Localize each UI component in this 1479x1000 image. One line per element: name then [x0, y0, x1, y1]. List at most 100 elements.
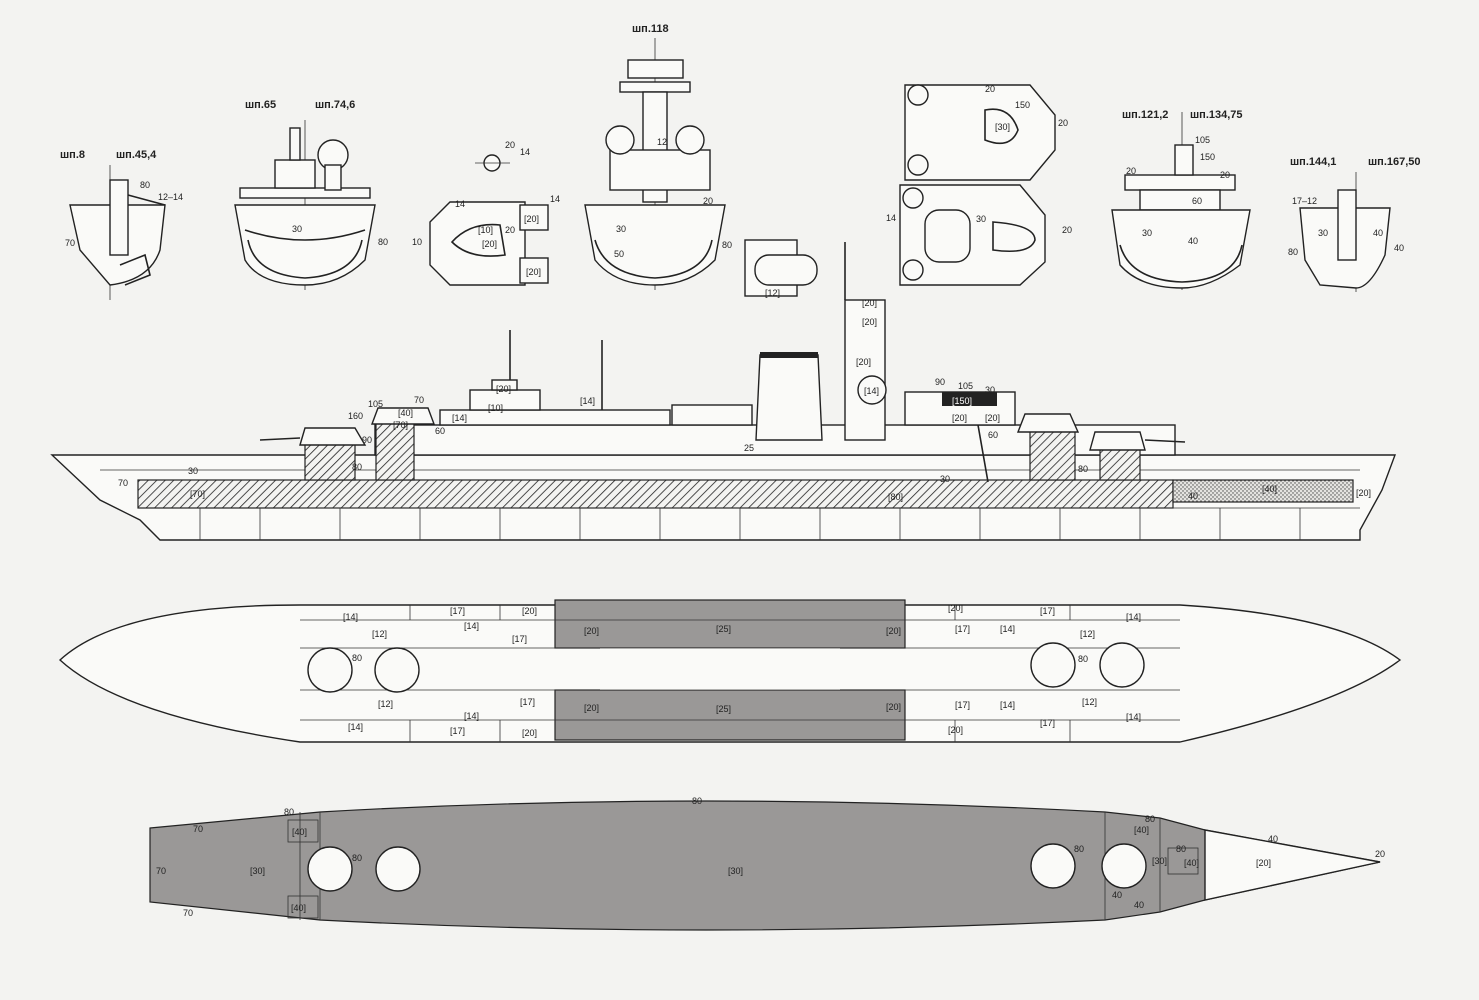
armor-value: 80	[1074, 844, 1084, 854]
frame-label-118: шп.118	[632, 23, 669, 35]
armor-value: 40	[1373, 228, 1383, 238]
armor-value: 80	[352, 653, 362, 663]
armor-value: [40]	[291, 903, 306, 913]
armor-value: 70	[65, 238, 75, 248]
armor-value: 30	[940, 474, 950, 484]
frame-label-134-75: шп.134,75	[1190, 109, 1243, 121]
armor-value: [20]	[948, 725, 963, 735]
ship-profile: 70 30 [70] 80 90 160 105 70 [40] [70] 60…	[50, 242, 1397, 541]
armor-value: [14]	[464, 621, 479, 631]
armor-value: [17]	[520, 697, 535, 707]
armor-value: 70	[193, 824, 203, 834]
armor-value: 80	[1078, 654, 1088, 664]
armor-value: 20	[1058, 118, 1068, 128]
armor-value: [14]	[452, 413, 467, 423]
armor-value: 70	[183, 908, 193, 918]
armor-value: 150	[1200, 152, 1215, 162]
armor-value: 60	[988, 430, 998, 440]
armor-value: [80]	[888, 492, 903, 502]
armor-value: 80	[378, 237, 388, 247]
armor-value: [17]	[450, 726, 465, 736]
armor-value: 14	[550, 194, 560, 204]
fwd-tower-plans: 20 150 [30] 20 14 30 20	[886, 84, 1072, 286]
frame-label-65: шп.65	[245, 99, 276, 111]
upper-deck-plan: [14] [17] [20] [20] [17] [14] [12] [14] …	[58, 599, 1402, 743]
armor-value: 70	[118, 478, 128, 488]
armor-value: 80	[352, 462, 362, 472]
armor-value: [20]	[524, 214, 539, 224]
armor-value: [20]	[522, 606, 537, 616]
armor-value: [30]	[1152, 856, 1167, 866]
armor-value: 105	[1195, 135, 1210, 145]
armor-value: [14]	[1000, 700, 1015, 710]
armor-value: 20	[1375, 849, 1385, 859]
armor-value: [20]	[862, 317, 877, 327]
armor-value: [17]	[1040, 718, 1055, 728]
armor-value: 60	[435, 426, 445, 436]
armor-value: 70	[156, 866, 166, 876]
armor-value: [20]	[952, 413, 967, 423]
turret-d	[1089, 431, 1186, 481]
armor-value: [10]	[488, 403, 503, 413]
armor-value: [40]	[292, 827, 307, 837]
armor-value: 17–12	[1292, 196, 1317, 206]
armor-value: [20]	[886, 626, 901, 636]
armor-value: [17]	[1040, 606, 1055, 616]
armor-value: [17]	[955, 700, 970, 710]
small-tower-plan: [12]	[744, 239, 818, 298]
frame-label-45-4: шп.45,4	[116, 149, 157, 161]
armor-value: 20	[1062, 225, 1072, 235]
armor-value: 80	[1288, 247, 1298, 257]
armor-value: [20]	[856, 357, 871, 367]
turret-b	[370, 407, 436, 481]
armor-value: 20	[1220, 170, 1230, 180]
cross-section-frame-65-74: шп.65 шп.74,6 30 80	[234, 99, 388, 290]
armor-value: 12–14	[158, 192, 183, 202]
armor-value: 30	[616, 224, 626, 234]
armor-value: [40]	[1262, 484, 1277, 494]
armor-value: [12]	[765, 288, 780, 298]
armor-value: 30	[292, 224, 302, 234]
armor-value: [20]	[1256, 858, 1271, 868]
armor-value: [20]	[482, 239, 497, 249]
armor-value: [40]	[1134, 825, 1149, 835]
armor-value: [20]	[526, 267, 541, 277]
armor-value: [30]	[728, 866, 743, 876]
armor-value: [10]	[478, 225, 493, 235]
cross-section-frame-121-134: шп.121,2 шп.134,75 105 150 20 20 60 30 4…	[1111, 109, 1251, 290]
armor-value: 40	[1112, 890, 1122, 900]
armor-value: [14]	[1126, 612, 1141, 622]
armor-value: [40]	[1184, 858, 1199, 868]
armor-value: 80	[284, 807, 294, 817]
armor-value: 80	[352, 853, 362, 863]
armor-value: 80	[1176, 844, 1186, 854]
armor-value: 20	[1126, 166, 1136, 176]
armor-value: [14]	[864, 386, 879, 396]
armor-value: [12]	[1082, 697, 1097, 707]
armor-value: [20]	[1356, 488, 1371, 498]
armor-value: 30	[1142, 228, 1152, 238]
lower-deck-plan: 80 80 70 [40] 80 [30] 70 [40] 70 [30] 80…	[149, 796, 1385, 931]
armor-value: 80	[1078, 464, 1088, 474]
frame-label-144-1: шп.144,1	[1290, 156, 1336, 168]
armor-value: 30	[976, 214, 986, 224]
armor-value: 60	[1192, 196, 1202, 206]
frame-label-167-50: шп.167,50	[1368, 156, 1421, 168]
armor-value: 12	[657, 137, 667, 147]
armor-value: 14	[455, 199, 465, 209]
cross-section-frame-118: шп.118 12 20 30 50 80	[584, 23, 732, 290]
armor-value: [20]	[886, 702, 901, 712]
armor-value: 14	[520, 147, 530, 157]
armor-value: 80	[692, 796, 702, 806]
conning-tower-plan: 20 14 14 [10] [20] 20 10 [20] 14 [20]	[412, 140, 560, 286]
armor-value: [20]	[985, 413, 1000, 423]
armor-value: [150]	[952, 396, 972, 406]
armor-value: 80	[140, 180, 150, 190]
armor-value: 40	[1268, 834, 1278, 844]
armor-value: [30]	[995, 122, 1010, 132]
armor-value: 40	[1188, 491, 1198, 501]
armor-value: 90	[935, 377, 945, 387]
armor-value: [25]	[716, 624, 731, 634]
armor-value: 20	[703, 196, 713, 206]
armor-value: [14]	[348, 722, 363, 732]
